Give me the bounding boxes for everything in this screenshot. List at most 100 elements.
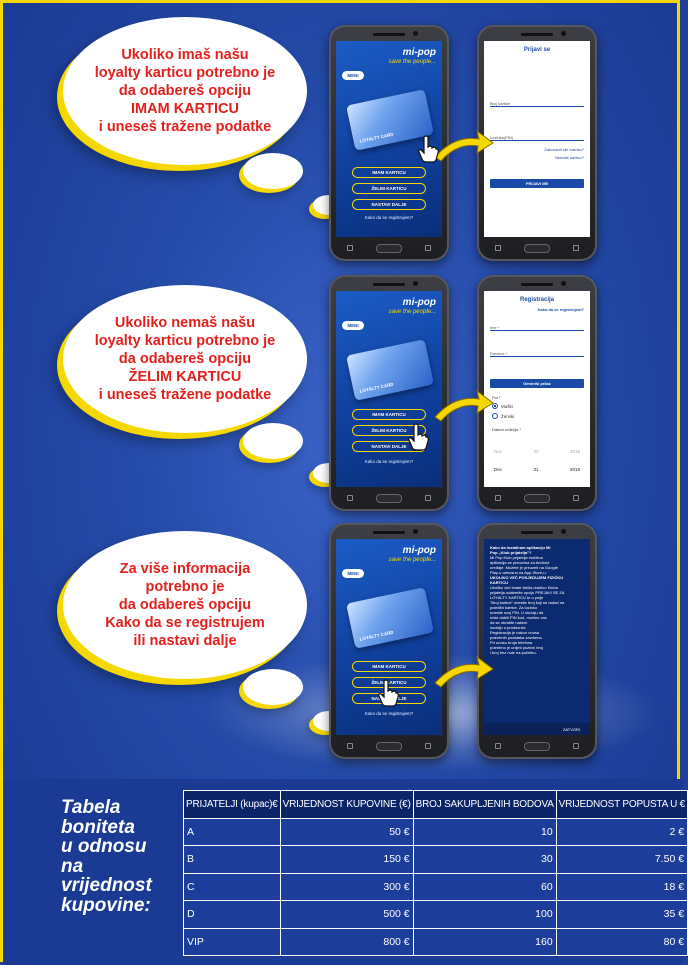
card-number-field[interactable]: Broj kartice — [490, 97, 584, 107]
recent-apps-icon[interactable] — [347, 495, 354, 501]
phone-nav-bar — [336, 739, 442, 753]
phone-speaker — [521, 33, 553, 36]
recent-apps-icon[interactable] — [495, 495, 502, 501]
surname-label: Prezime * — [490, 351, 508, 356]
password-field[interactable]: Lozinka(PIN) — [490, 131, 584, 141]
back-icon[interactable] — [572, 245, 579, 251]
back-icon[interactable] — [424, 245, 431, 251]
phone-speaker — [521, 283, 553, 286]
imam-karticu-button[interactable]: IMAM KARTICU — [352, 167, 426, 178]
phone-camera — [413, 31, 418, 36]
dob-day-prev: 30 — [533, 449, 539, 454]
bubble-1-puff-large — [243, 153, 303, 189]
home-button-icon[interactable] — [523, 243, 550, 253]
login-screen: Prijavi se Broj kartice Lozinka(PIN) Zab… — [484, 41, 590, 237]
table-cell: 100 — [412, 900, 557, 929]
table-cell: A — [183, 817, 281, 846]
brand-logo: mi-pop — [402, 47, 436, 58]
home-button-icon[interactable] — [375, 741, 402, 751]
male-radio[interactable]: Muški — [492, 403, 513, 409]
female-label: Ženski — [501, 413, 515, 419]
registration-link[interactable]: Kako da se registrujem? — [364, 711, 414, 716]
dob-picker-prev-row[interactable]: Nov 30 2018 — [494, 449, 580, 454]
brand-logo: mi-pop — [402, 297, 436, 308]
info-line: osoblju u prodavnici. — [490, 625, 527, 630]
phone-camera — [413, 529, 418, 534]
table-cell: 30 — [412, 845, 557, 874]
bubble-3-text: Za više informacija potrebno je da odabe… — [105, 561, 265, 649]
how-to-register-link[interactable]: Kako da se registrujem? — [537, 307, 584, 312]
imam-karticu-button[interactable]: IMAM KARTICU — [352, 409, 426, 420]
arrow-2-icon — [434, 389, 494, 422]
phone-screen: Prijavi se Broj kartice Lozinka(PIN) Zab… — [484, 41, 590, 237]
speech-bubble-2: Ukoliko nemaš našu loyalty karticu potre… — [63, 285, 307, 433]
phone-login: Prijavi se Broj kartice Lozinka(PIN) Zab… — [477, 25, 597, 261]
card-label: LOYALTY CARD — [359, 131, 394, 144]
menu-button[interactable]: MENI — [342, 321, 364, 330]
home-button-icon[interactable] — [523, 741, 550, 751]
table-cell: 60 — [412, 872, 557, 901]
name-field[interactable]: Ime * — [490, 321, 584, 331]
zelim-karticu-button[interactable]: ŽELIM KARTICU — [352, 677, 426, 688]
login-submit-button[interactable]: PRIJAVI ME — [490, 179, 584, 188]
registration-link[interactable]: Kako da se registrujem? — [364, 215, 414, 220]
back-icon[interactable] — [424, 495, 431, 501]
phone-speaker — [373, 283, 405, 286]
phone-screen: mi-pop save the people... MENI LOYALTY C… — [336, 291, 442, 487]
phone-camera — [413, 281, 418, 286]
dob-picker-selected-row[interactable]: Dec 31 2019 — [494, 467, 580, 472]
phone-nav-bar — [336, 241, 442, 255]
card-label: LOYALTY CARD — [359, 629, 394, 642]
info-line: prijatelja odaberite opciju PREJAVI SE Z… — [490, 590, 565, 595]
loyalty-card-image: LOYALTY CARD — [346, 339, 434, 401]
back-icon[interactable] — [572, 743, 579, 749]
register-screen: Registracija Kako da se registrujem? Ime… — [484, 291, 590, 487]
phone-home-1: mi-pop save the people... MENI LOYALTY C… — [329, 25, 449, 261]
back-icon[interactable] — [424, 743, 431, 749]
no-card-link[interactable]: Nemate karticu? — [554, 155, 584, 160]
surname-field[interactable]: Prezime * — [490, 347, 584, 357]
bubble-1-text: Ukoliko imaš našu loyalty karticu potreb… — [94, 47, 276, 135]
table-cell: VIP — [183, 927, 281, 956]
dob-year-prev: 2018 — [569, 449, 580, 454]
radio-unchecked-icon — [492, 413, 498, 419]
table-cell: D — [183, 900, 281, 929]
nastavi-dalje-button[interactable]: NASTAVI DALJE — [352, 199, 426, 210]
forgot-password-link[interactable]: Zaboravili ste lozinku? — [544, 147, 584, 152]
dob-label: Datum rođenja * — [492, 427, 521, 432]
info-line: LOYALTY KARTICU te u polje — [490, 595, 544, 600]
recent-apps-icon[interactable] — [347, 245, 354, 251]
table-cell: 10 — [412, 817, 557, 846]
menu-button[interactable]: MENI — [342, 569, 364, 578]
registration-link[interactable]: Kako da se registrujem? — [364, 459, 414, 464]
app-home-screen: mi-pop save the people... MENI LOYALTY C… — [336, 41, 442, 237]
info-line: Registracija je nakon unosa — [490, 630, 540, 635]
recent-apps-icon[interactable] — [495, 743, 502, 749]
zelim-karticu-button[interactable]: ŽELIM KARTICU — [352, 425, 426, 436]
female-radio[interactable]: Ženski — [492, 413, 514, 419]
app-home-screen: mi-pop save the people... MENI LOYALTY C… — [336, 291, 442, 487]
zelim-karticu-button[interactable]: ŽELIM KARTICU — [352, 183, 426, 194]
table-title: Tabela boniteta u odnosu na vrijednost k… — [61, 797, 152, 916]
arrow-1-icon — [434, 129, 494, 162]
back-icon[interactable] — [572, 495, 579, 501]
recent-apps-icon[interactable] — [347, 743, 354, 749]
recent-apps-icon[interactable] — [495, 245, 502, 251]
home-button-icon[interactable] — [375, 493, 402, 503]
name-label: Ime * — [490, 325, 500, 330]
table-cell: 160 — [412, 927, 557, 956]
home-button-icon[interactable] — [523, 493, 550, 503]
phone-home-3: mi-pop save the people... MENI LOYALTY C… — [329, 523, 449, 759]
menu-button[interactable]: MENI — [342, 71, 364, 80]
info-line: KARTICU — [490, 580, 508, 585]
card-label: LOYALTY CARD — [359, 381, 394, 394]
generate-button[interactable]: Generiši prilaz — [490, 379, 584, 388]
phone-home-2: mi-pop save the people... MENI LOYALTY C… — [329, 275, 449, 511]
close-button[interactable]: ZATVORI — [562, 726, 580, 732]
table-cell: 300 € — [279, 872, 414, 901]
home-button-icon[interactable] — [375, 243, 402, 253]
imam-karticu-button[interactable]: IMAM KARTICU — [352, 661, 426, 672]
